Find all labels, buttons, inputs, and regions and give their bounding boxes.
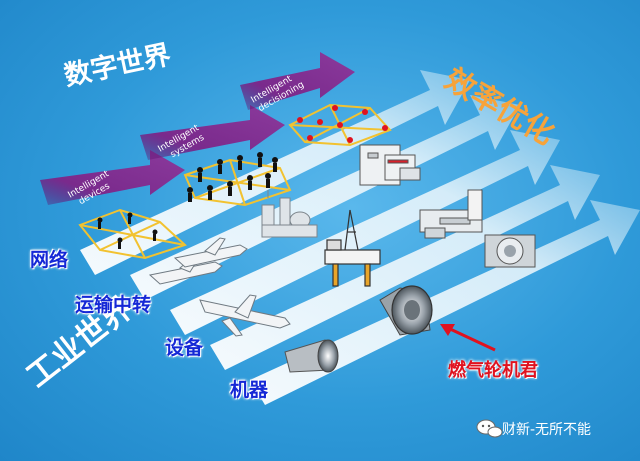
arrow-text-systems: Intelligent systems <box>157 123 207 160</box>
fan-blower-icon <box>484 234 536 268</box>
airplane-icon <box>148 237 291 337</box>
intelligence-arrows <box>40 52 355 205</box>
network-grid-left <box>78 208 187 260</box>
purple-arrow-devices <box>40 150 185 205</box>
watermark-text: 财新-无所不能 <box>502 422 592 438</box>
hospital-bed-icon <box>419 189 483 239</box>
people-network-icon <box>97 152 278 249</box>
oil-rig-icon <box>324 209 381 287</box>
purple-arrow-decisioning <box>240 52 355 110</box>
factory-icon <box>359 144 421 186</box>
purple-arrow-systems <box>140 105 285 160</box>
equipment-label: 设备 <box>165 337 204 359</box>
transport-label: 运输中转 <box>75 294 152 316</box>
gas-turbine-label: 燃气轮机君 <box>448 360 538 381</box>
lane-arrow-4 <box>210 165 600 370</box>
network-red-nodes <box>297 105 388 143</box>
network-label: 网络 <box>30 249 69 271</box>
gas-turbine-icon <box>379 285 433 336</box>
pointer-arrow-icon <box>440 324 496 352</box>
lane-arrow-5 <box>250 200 640 405</box>
speech-bubble-icon <box>476 419 503 438</box>
jet-engine-icon <box>284 339 339 373</box>
machine-label: 机器 <box>230 379 269 401</box>
refinery-icon <box>261 190 318 238</box>
lane-arrow-1 <box>80 70 470 275</box>
lane-arrow-3 <box>170 130 560 335</box>
